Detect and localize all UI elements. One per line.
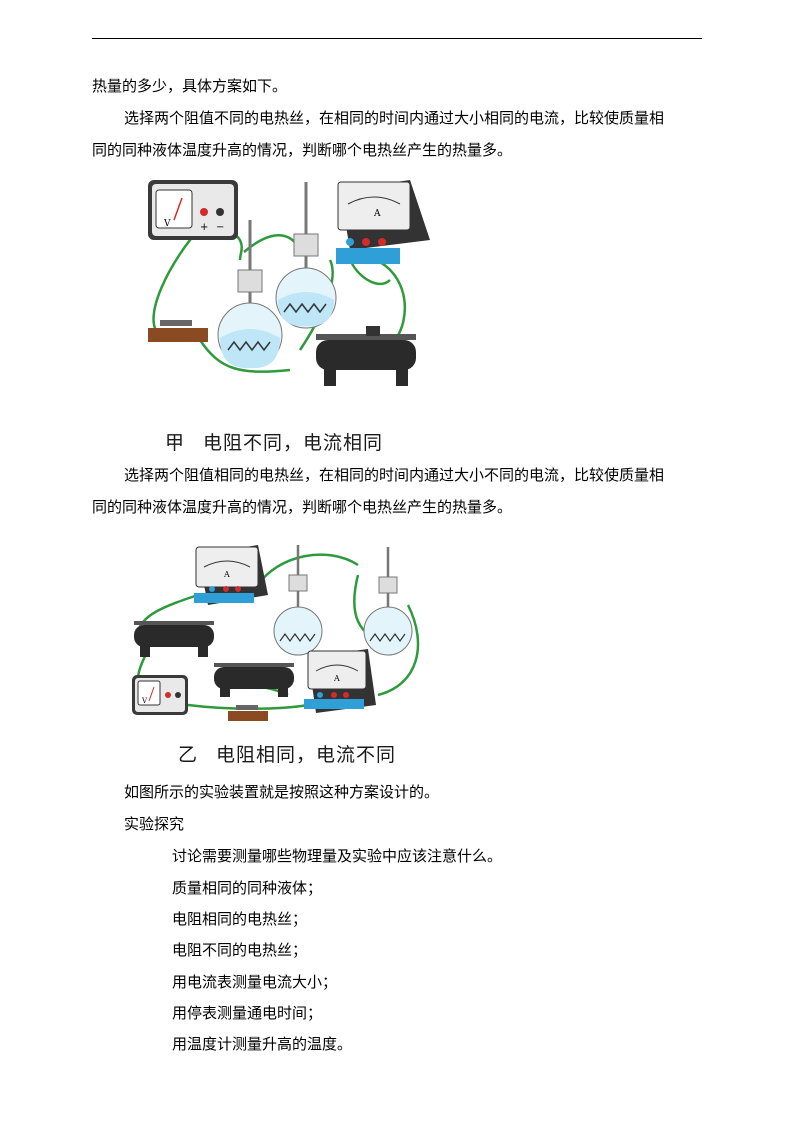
flask-2 <box>363 547 413 656</box>
ammeter: A <box>336 180 430 264</box>
figure-1-diagram: V + − A <box>148 180 430 386</box>
text-line-4: 选择两个阻值相同的电热丝，在相同的时间内通过大小不同的电流，比较使质量相 <box>124 466 665 484</box>
list-item: 讨论需要测量哪些物理量及实验中应该注意什么。 <box>172 847 503 865</box>
rheostat <box>316 326 416 386</box>
rheostat-2 <box>214 663 294 697</box>
voltmeter-symbol: V <box>163 219 171 229</box>
list-item: 电阻相同的电热丝； <box>172 910 308 928</box>
figure-2-caption-text: 电阻相同，电流不同 <box>216 744 397 766</box>
voltmeter: V <box>132 675 188 715</box>
plus-sign: + <box>200 222 208 233</box>
text-line-7: 实验探究 <box>124 815 185 833</box>
text-line-6: 如图所示的实验装置就是按照这种方案设计的。 <box>124 783 440 801</box>
switch <box>228 705 268 721</box>
list-item: 电阻不同的电热丝； <box>172 941 308 959</box>
text-line-2: 选择两个阻值不同的电热丝，在相同的时间内通过大小相同的电流，比较使质量相 <box>124 109 665 127</box>
figure-2-caption: 乙电阻相同，电流不同 <box>178 740 396 767</box>
list-item: 质量相同的同种液体； <box>172 879 323 897</box>
minus-sign: − <box>216 222 224 233</box>
ammeter-symbol: A <box>373 209 381 219</box>
figure-1-label: 甲 <box>165 432 186 454</box>
flask-2 <box>275 182 337 329</box>
voltmeter: V + − <box>148 180 238 240</box>
text-line-1: 热量的多少，具体方案如下。 <box>92 77 288 95</box>
flask-1 <box>217 220 283 369</box>
ammeter-1: A <box>194 545 268 605</box>
figure-2-diagram: A V <box>132 545 420 721</box>
list-item: 用停表测量通电时间； <box>172 1004 323 1022</box>
figure-1-caption: 甲电阻不同，电流相同 <box>165 428 383 455</box>
flask-1 <box>273 545 323 656</box>
header-rule <box>92 38 702 39</box>
figure-2-label: 乙 <box>178 744 199 766</box>
list-item: 用温度计测量升高的温度。 <box>172 1035 353 1053</box>
switch <box>148 320 208 342</box>
rheostat-1 <box>134 621 214 657</box>
figure-1-caption-text: 电阻不同，电流相同 <box>203 432 384 454</box>
ammeter-2-symbol: A <box>333 674 340 683</box>
ammeter-2: A <box>304 649 376 713</box>
voltmeter-symbol: V <box>141 697 148 705</box>
ammeter-1-symbol: A <box>223 570 230 579</box>
text-line-3: 同的同种液体温度升高的情况，判断哪个电热丝产生的热量多。 <box>92 141 513 159</box>
text-line-5: 同的同种液体温度升高的情况，判断哪个电热丝产生的热量多。 <box>92 498 513 516</box>
list-item: 用电流表测量电流大小； <box>172 973 338 991</box>
